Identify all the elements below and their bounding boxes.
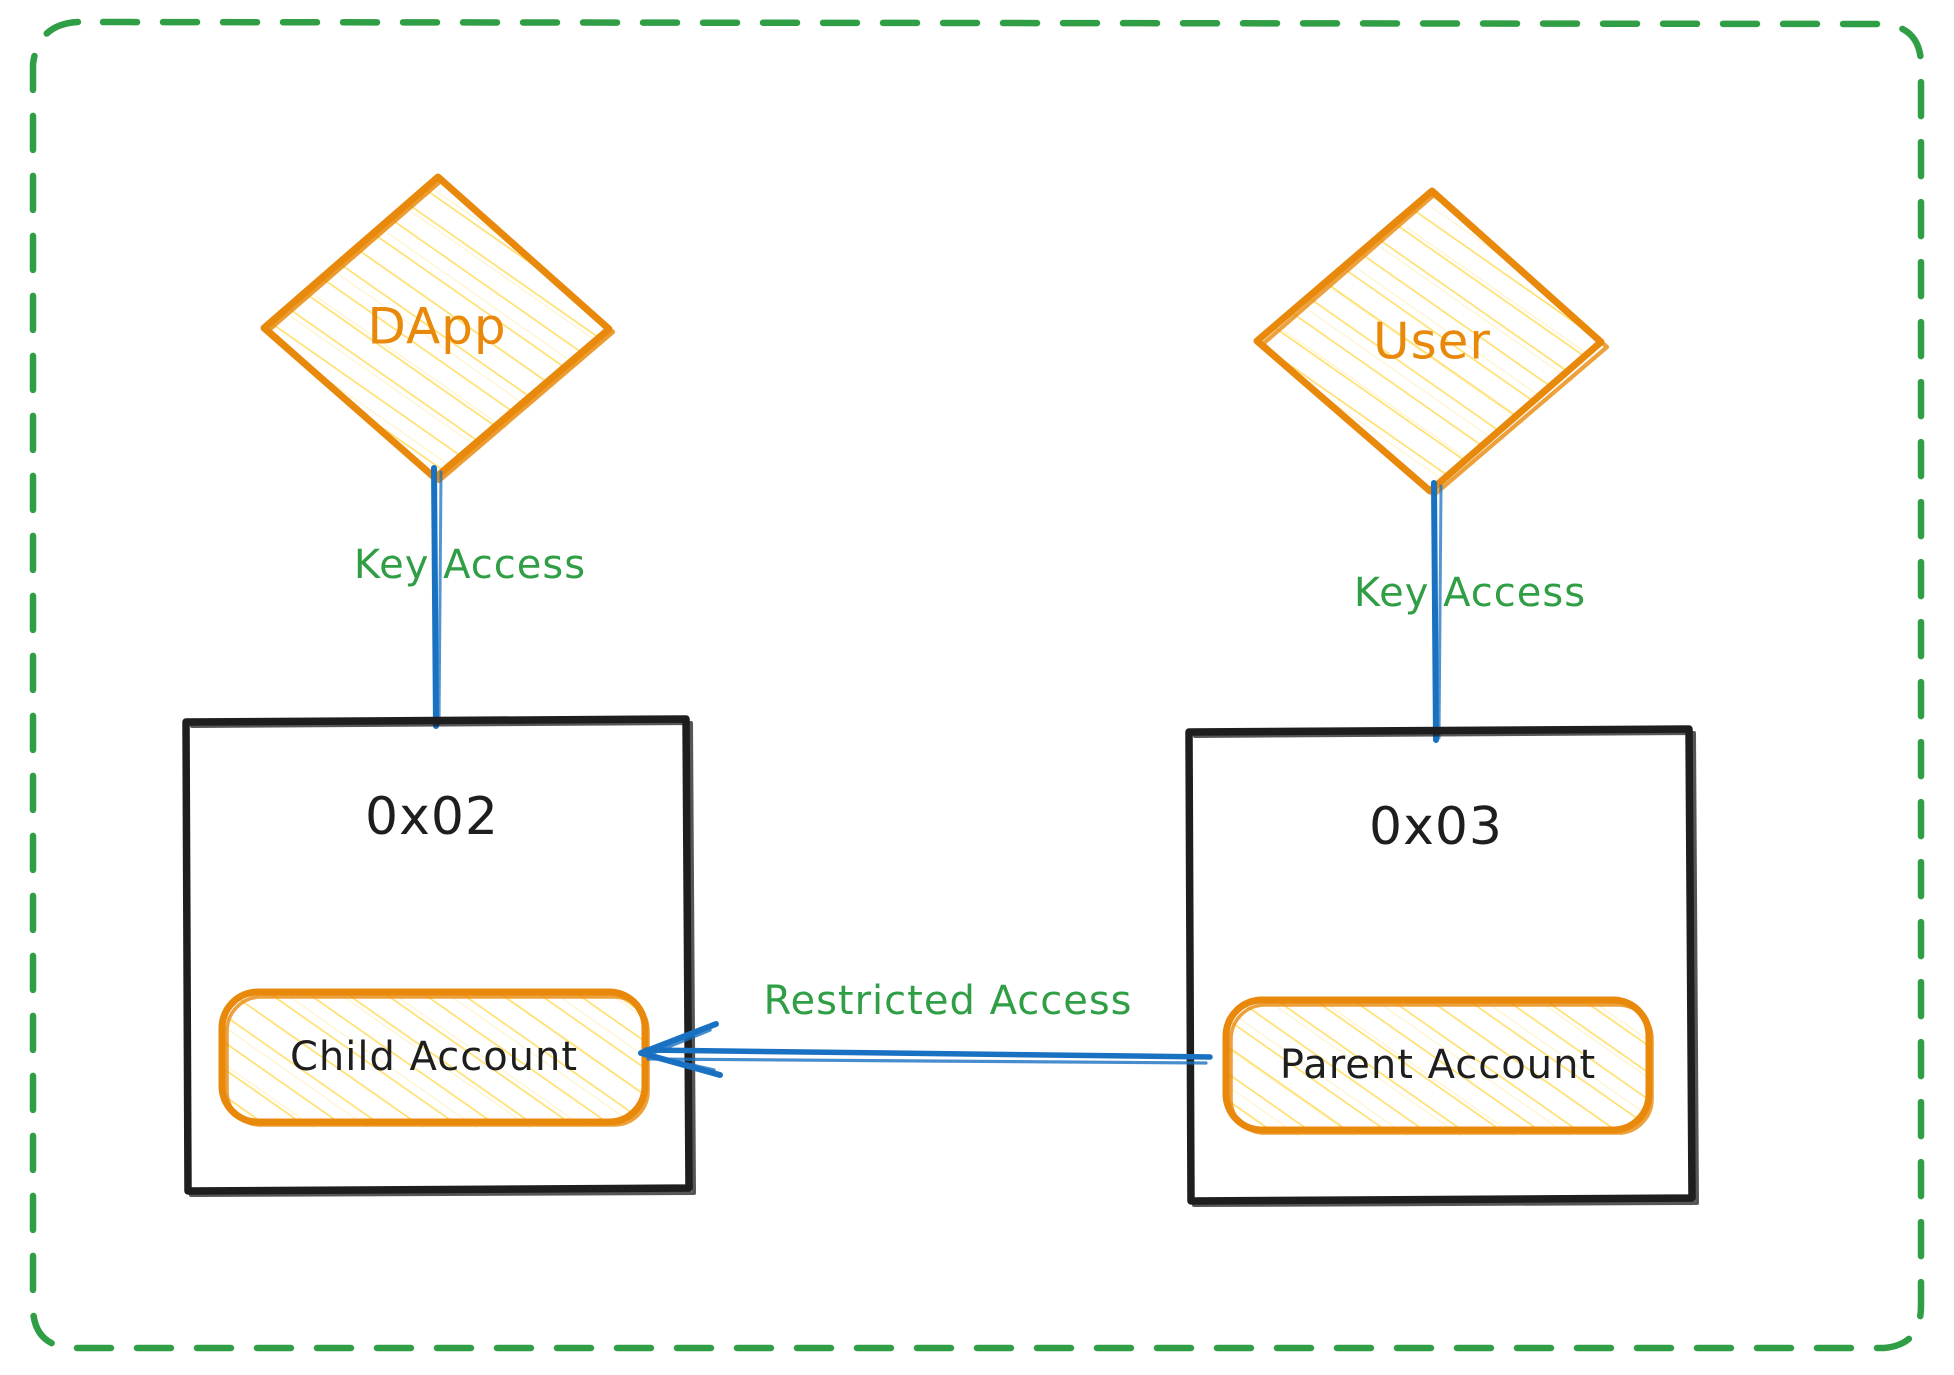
child-chip-outline-second [225, 995, 650, 1127]
parent-account-address: 0x03 [1369, 797, 1503, 857]
restricted-access-line [643, 1047, 1213, 1060]
restricted-access-line-second [646, 1057, 1208, 1065]
restricted-access-arrowhead [638, 1021, 723, 1078]
edge-dapp-to-child[interactable] [431, 465, 443, 729]
dapp-child-line-second [437, 470, 443, 726]
child-account-box[interactable]: 0x02 Child Account [182, 715, 696, 1197]
restricted-access-arrowhead-second [646, 1028, 716, 1072]
parent-chip-outline [1222, 996, 1653, 1134]
dapp-label: DApp [367, 298, 506, 356]
child-chip-hatch-2 [228, 998, 651, 1128]
dapp-outline-second-pass [266, 177, 616, 484]
parent-chip-hatch-2 [1232, 1006, 1655, 1136]
parent-box-outline-second [1192, 731, 1699, 1207]
user-parent-line-second [1437, 484, 1443, 740]
child-box-outline-second [189, 721, 696, 1197]
user-label: User [1373, 313, 1491, 371]
child-account-address: 0x02 [365, 787, 499, 847]
child-account-chip[interactable]: Child Account [218, 988, 651, 1128]
edge-label-key-access-right: Key Access [1354, 570, 1586, 616]
parent-account-label: Parent Account [1280, 1042, 1596, 1088]
dapp-child-line [431, 465, 439, 729]
parent-account-box[interactable]: 0x03 Parent Account [1185, 725, 1699, 1207]
child-account-label: Child Account [290, 1034, 578, 1080]
parent-box-outline [1185, 725, 1696, 1205]
child-box-outline [182, 715, 693, 1195]
edge-user-to-parent[interactable] [1431, 480, 1443, 743]
edge-label-key-access-left: Key Access [354, 542, 586, 588]
user-parent-line [1431, 480, 1439, 743]
node-dapp[interactable]: DApp [260, 173, 616, 484]
parent-chip-outline-second [1229, 1003, 1654, 1135]
node-user[interactable]: User [1253, 187, 1610, 498]
parent-account-chip[interactable]: Parent Account [1222, 996, 1655, 1136]
outer-dashed-frame [29, 18, 1925, 1352]
edge-label-restricted-access: Restricted Access [763, 978, 1132, 1024]
edge-parent-to-child[interactable] [638, 1021, 1213, 1078]
